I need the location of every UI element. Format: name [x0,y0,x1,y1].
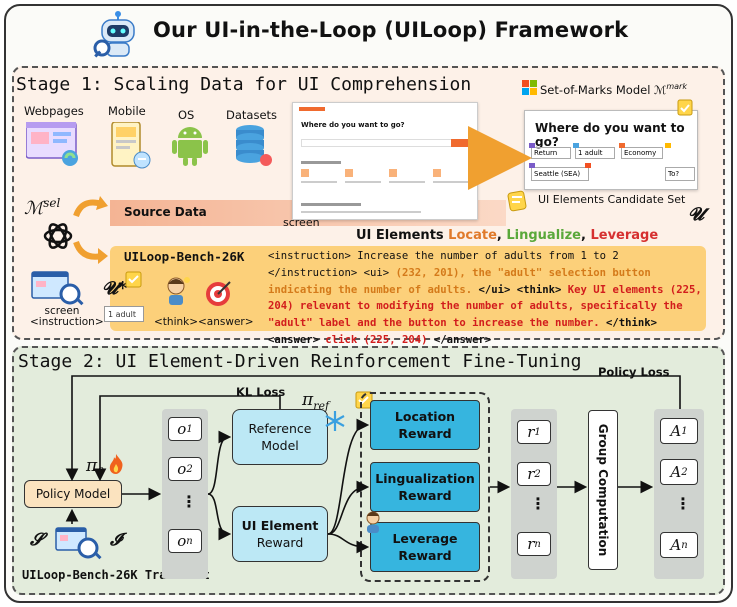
candidate-set-icon [507,190,527,212]
screen-thumbnail: Where do you want to go? [292,102,478,220]
rewards-ellipsis: ⋮ [530,494,546,513]
som-question: Where do you want to go? [535,121,685,149]
screen-instruction-label: screen <instruction> [30,305,104,328]
som-economy-select: Economy [621,147,663,159]
train-set-screen-icon [55,527,102,560]
locate-label: Locate [448,228,497,243]
source-data-label: Source Data [124,205,207,219]
stage2-title: Stage 2: UI Element-Driven Reinforcement… [18,351,582,372]
screen-instruction-icon [31,271,84,306]
android-icon [172,127,208,166]
leverage-label: Leverage [590,228,659,243]
som-output-screen: Where do you want to go? Return 1 adult … [524,110,698,190]
pi-ref-symbol: πref [302,390,330,413]
snowflake-icon [325,411,345,431]
bench-title: UILoop-Bench-26K [124,249,245,264]
leverage-person-icon [366,511,380,533]
som-to-field: To? [665,167,695,181]
mobile-icon [111,122,151,169]
fire-icon [109,454,123,474]
candidate-set-symbol: 𝓤 [688,204,704,225]
screen-question: Where do you want to go? [301,121,405,129]
webpage-icon [26,122,78,166]
source-os-label: OS [178,108,195,122]
source-webpages-label: Webpages [24,104,84,118]
answer-label: <answer> [198,316,254,328]
bench-sample-text: <instruction> Increase the number of adu… [268,250,702,346]
adult-select-sample: 1 adult [104,306,144,322]
checklist-icon [677,99,693,116]
group-computation-box: Group Computation [588,410,618,570]
som-adult-select: 1 adult [575,147,615,159]
i-symbol: 𝓘 [110,530,122,550]
outputs-ellipsis: ⋮ [181,492,197,511]
loop-arrow-bottom-icon [73,240,108,264]
candidate-set-label: UI Elements Candidate Set [538,193,686,206]
think-label: <think> [154,316,199,328]
page-title: Our UI-in-the-Loop (UILoop) Framework [153,18,629,42]
s-symbol: 𝓢 [30,530,44,550]
windows-logo-icon [522,80,537,95]
selector-model-symbol: ℳsel [24,196,61,219]
openai-logo-icon [43,223,73,249]
source-mobile-label: Mobile [108,104,146,118]
stage1-title: Stage 1: Scaling Data for UI Comprehensi… [16,74,472,95]
thinking-person-icon [167,277,190,305]
selected-check-icon [125,271,142,288]
lingualize-label: Lingualize [506,228,581,243]
loop-arrow-top-icon [73,196,108,218]
robot-mascot-icon [93,11,135,58]
target-icon [206,281,231,306]
ui-elements-heading: UI Elements Locate, Lingualize, Leverage [356,228,659,243]
database-icon [236,125,272,166]
som-model-label: Set-of-Marks Model ℳmark [540,82,687,97]
screen-label: screen [283,216,320,229]
selected-candidates-symbol: 𝓤* [102,278,128,299]
advantages-ellipsis: ⋮ [675,494,691,513]
source-datasets-label: Datasets [226,108,278,122]
